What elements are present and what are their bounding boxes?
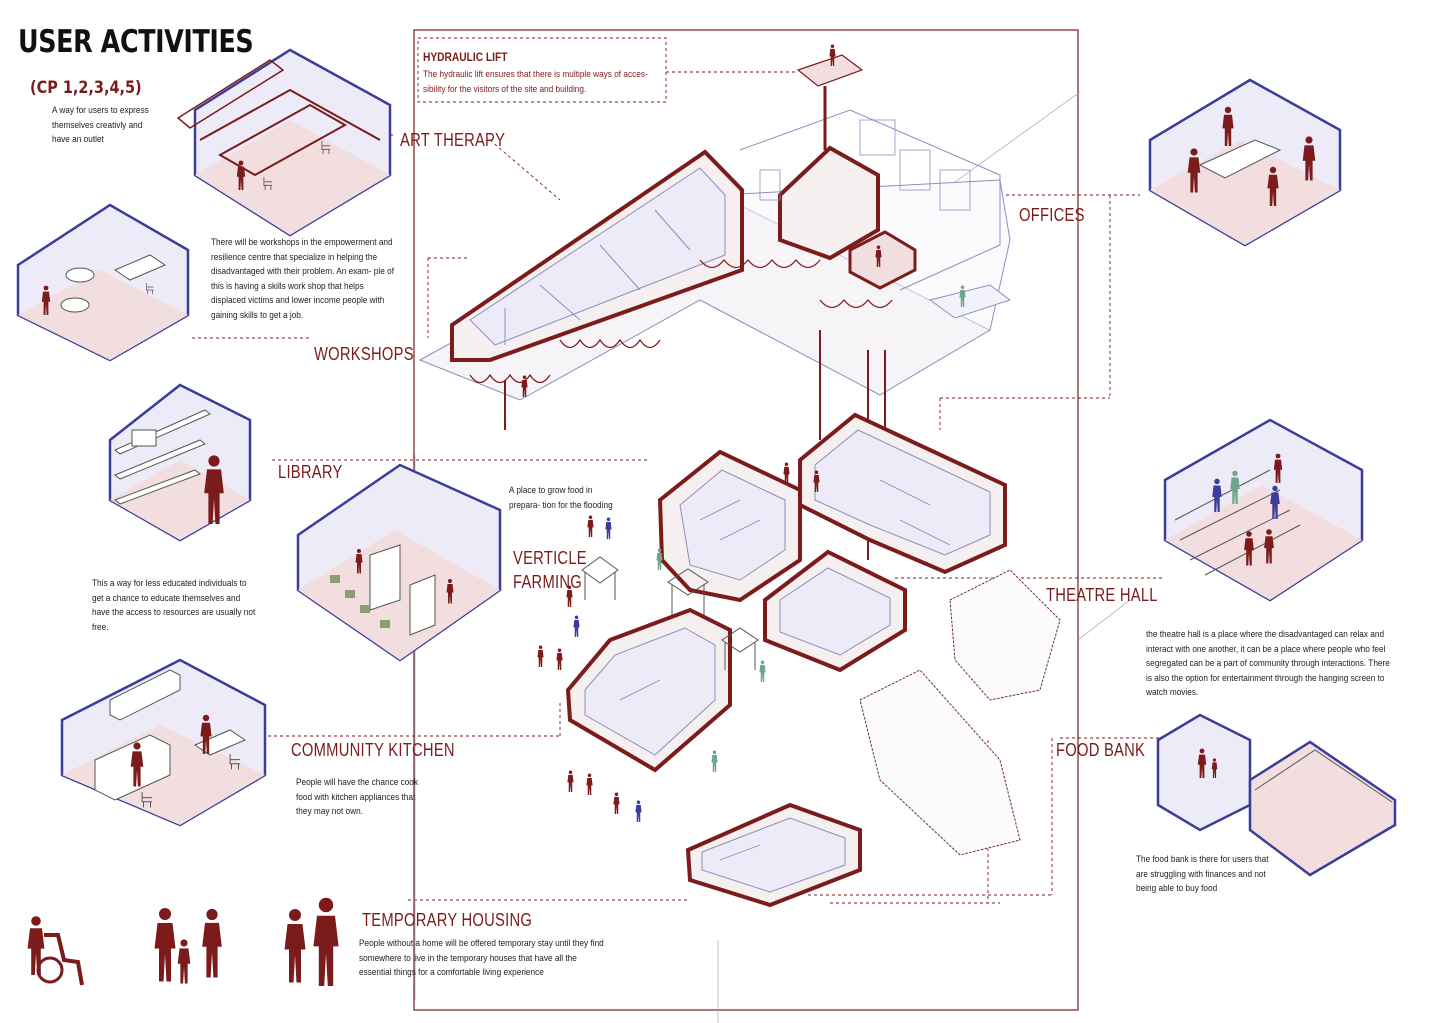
library-label: LIBRARY xyxy=(278,462,343,482)
community-kitchen-text: People will have the chance cook food wi… xyxy=(296,777,419,817)
temporary-housing-label: TEMPORARY HOUSING xyxy=(362,910,533,930)
hydraulic-lift-text: The hydraulic lift ensures that there is… xyxy=(423,69,648,95)
food-bank-vignette xyxy=(1156,713,1397,877)
user-silhouettes xyxy=(27,897,339,986)
offices-vignette xyxy=(1148,78,1342,247)
vertical-farming-label-line2: FARMING xyxy=(513,572,582,592)
lower-level-building xyxy=(565,412,1007,908)
library-vignette xyxy=(108,383,252,542)
farming-pavilions xyxy=(581,556,759,670)
theatre-hall-label: THEATRE HALL xyxy=(1046,585,1158,605)
vertical-farming-text: A place to grow food in prepara- tion fo… xyxy=(509,485,613,511)
community-kitchen-vignette xyxy=(60,658,267,827)
theatre-hall-vignette xyxy=(1163,418,1364,602)
leader-lines xyxy=(192,134,1165,904)
community-kitchen-label: COMMUNITY KITCHEN xyxy=(291,740,455,760)
offices-label: OFFICES xyxy=(1019,205,1085,225)
art-therapy-text: A way for users to express themselves cr… xyxy=(52,105,149,145)
workshops-text: There will be workshops in the empowerme… xyxy=(211,237,395,321)
food-bank-label: FOOD BANK xyxy=(1056,740,1146,760)
workshops-label: WORKSHOPS xyxy=(314,344,414,364)
upper-level-building xyxy=(418,54,1012,401)
page-title: USER ACTIVITIES xyxy=(18,24,254,60)
library-vignette-2 xyxy=(296,463,502,662)
theatre-hall-text: the theatre hall is a place where the di… xyxy=(1146,629,1390,698)
ghost-outlines xyxy=(859,569,1061,856)
art-therapy-label: ART THERAPY xyxy=(400,130,506,150)
hydraulic-lift-title: HYDRAULIC LIFT xyxy=(423,50,508,64)
art-therapy-vignette xyxy=(176,48,392,237)
temporary-housing-text: People without a home will be offered te… xyxy=(359,938,604,978)
food-bank-text: The food bank is there for users that ar… xyxy=(1136,854,1269,894)
page-subtitle: (CP 1,2,3,4,5) xyxy=(30,78,142,98)
library-text: This a way for less educated individuals… xyxy=(92,578,256,633)
ghost-buildings xyxy=(859,569,1061,856)
workshops-vignette xyxy=(16,203,190,362)
vertical-farming-label-line1: VERTICLE xyxy=(513,548,587,568)
